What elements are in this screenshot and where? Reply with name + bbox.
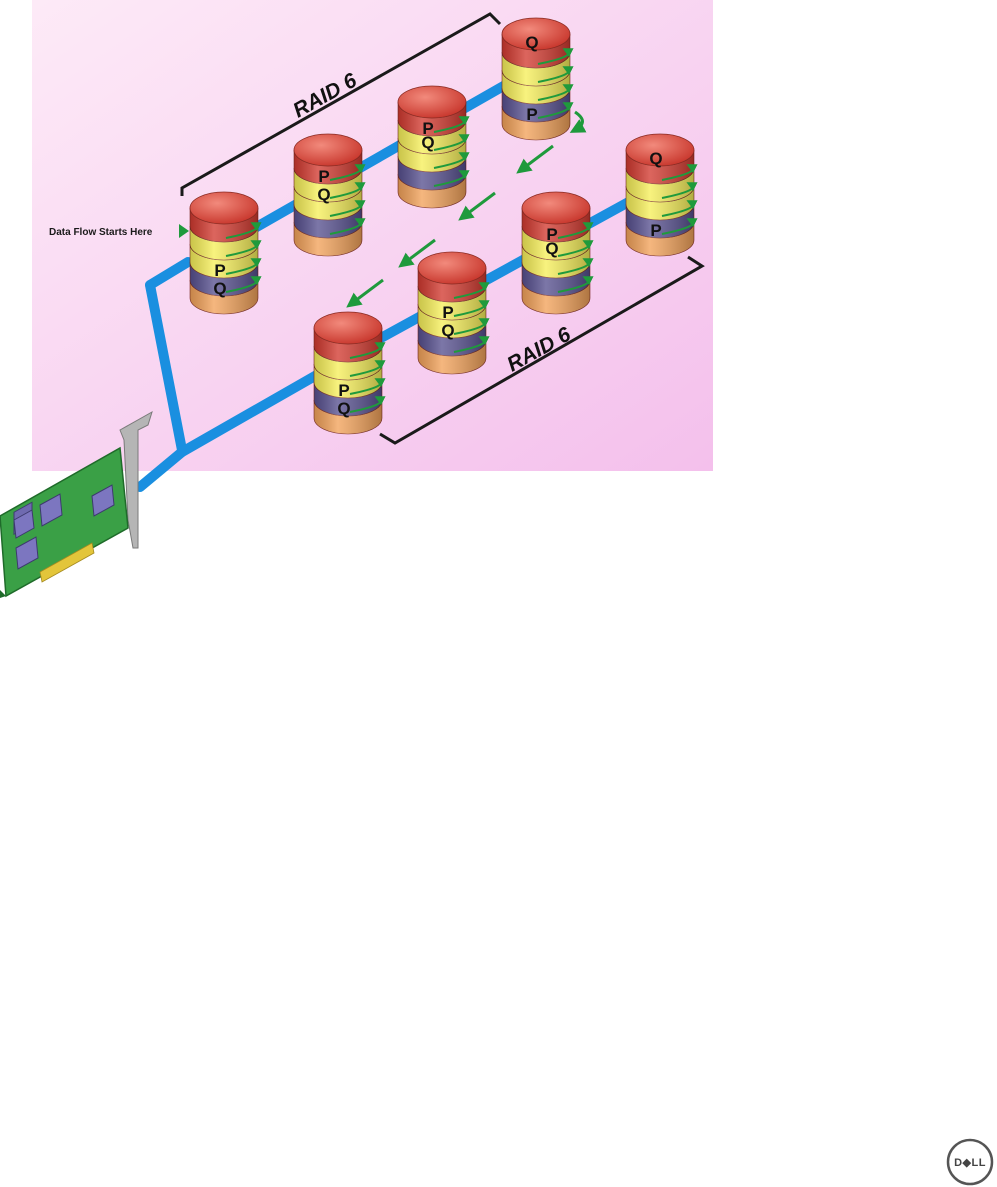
parity-letter: Q bbox=[317, 185, 330, 204]
data-bus bbox=[135, 63, 670, 492]
rotation-arrow-icon bbox=[433, 170, 470, 187]
disk-drive-icon: QP bbox=[501, 17, 574, 141]
parity-letter: Q bbox=[337, 399, 350, 418]
raid-controller-card-icon bbox=[0, 410, 153, 598]
disk-top bbox=[625, 133, 695, 167]
disk-drive-icon: QP bbox=[625, 133, 698, 257]
rotation-arrow-icon bbox=[225, 240, 262, 257]
disk-top bbox=[189, 191, 259, 225]
parity-letter: Q bbox=[545, 239, 558, 258]
rotation-arrow-icon bbox=[225, 276, 262, 293]
rotation-arrow-icon bbox=[225, 222, 262, 239]
rotation-arrow-icon bbox=[453, 300, 490, 317]
parity-letter: P bbox=[318, 167, 329, 186]
rotation-arrow-icon bbox=[349, 378, 386, 395]
raid-bracket-bottom bbox=[379, 255, 705, 445]
rotation-arrow-icon bbox=[661, 182, 698, 199]
disk-drive-icon: PQ bbox=[417, 251, 490, 375]
rotation-arrow-icon bbox=[433, 134, 470, 151]
flow-arrow bbox=[516, 144, 554, 174]
parity-letter: P bbox=[214, 261, 225, 280]
rotation-arrow-icon bbox=[329, 164, 366, 181]
raid-bracket-top bbox=[180, 12, 502, 196]
disk-top bbox=[521, 191, 591, 225]
rotation-arrow-icon bbox=[537, 48, 574, 65]
disk-drive-icon: PQ bbox=[189, 191, 262, 315]
flow-arrow bbox=[346, 278, 384, 308]
disk-top bbox=[397, 85, 467, 119]
rotation-arrow-icon bbox=[349, 396, 386, 413]
disk-drive-icon: PQ bbox=[397, 85, 470, 209]
disk-drive-icon: PQ bbox=[521, 191, 594, 315]
rotation-arrow-icon bbox=[349, 342, 386, 359]
rotation-arrow-icon bbox=[225, 258, 262, 275]
dell-logo-icon: D◆LL bbox=[946, 1138, 994, 1186]
rotation-arrow-icon bbox=[557, 222, 594, 239]
parity-letter: Q bbox=[421, 133, 434, 152]
flow-start-arrow-icon bbox=[179, 224, 189, 238]
rotation-arrow-icon bbox=[453, 318, 490, 335]
parity-letter: Q bbox=[441, 321, 454, 340]
disk-drive-icon: PQ bbox=[293, 133, 366, 257]
svg-text:D◆LL: D◆LL bbox=[954, 1157, 986, 1169]
rotation-arrow-icon bbox=[329, 182, 366, 199]
rotation-arrow-icon bbox=[661, 164, 698, 181]
parity-letter: P bbox=[650, 221, 661, 240]
flow-arrow bbox=[398, 238, 436, 268]
rotation-arrow-icon bbox=[433, 116, 470, 133]
disk-top bbox=[501, 17, 571, 51]
rotation-arrow-icon bbox=[433, 152, 470, 169]
rotation-arrow-icon bbox=[453, 336, 490, 353]
parity-letter: Q bbox=[649, 149, 662, 168]
rotation-arrow-icon bbox=[557, 258, 594, 275]
rotation-arrow-icon bbox=[557, 276, 594, 293]
rotation-arrow-icon bbox=[349, 360, 386, 377]
disk-top bbox=[313, 311, 383, 345]
rotation-arrow-icon bbox=[329, 200, 366, 217]
rotation-arrow-icon bbox=[537, 84, 574, 101]
flow-arrow bbox=[569, 110, 587, 133]
disk-top bbox=[293, 133, 363, 167]
parity-letter: P bbox=[546, 225, 557, 244]
flow-start-label: Data Flow Starts Here bbox=[49, 227, 153, 238]
rotation-arrow-icon bbox=[537, 66, 574, 83]
parity-letter: P bbox=[442, 303, 453, 322]
rotation-arrow-icon bbox=[537, 102, 574, 119]
rotation-arrow-icon bbox=[661, 200, 698, 217]
flow-arrow bbox=[458, 191, 496, 221]
flow-arrows bbox=[346, 110, 587, 308]
parity-letter: P bbox=[526, 105, 537, 124]
disk-top bbox=[417, 251, 487, 285]
rotation-arrow-icon bbox=[661, 218, 698, 235]
parity-letter: P bbox=[422, 119, 433, 138]
parity-letter: P bbox=[338, 381, 349, 400]
disk-drive-icon: PQ bbox=[313, 311, 386, 435]
rotation-arrow-icon bbox=[557, 240, 594, 257]
rotation-arrow-icon bbox=[329, 218, 366, 235]
rotation-arrow-icon bbox=[453, 282, 490, 299]
parity-letter: Q bbox=[213, 279, 226, 298]
parity-letter: Q bbox=[525, 33, 538, 52]
